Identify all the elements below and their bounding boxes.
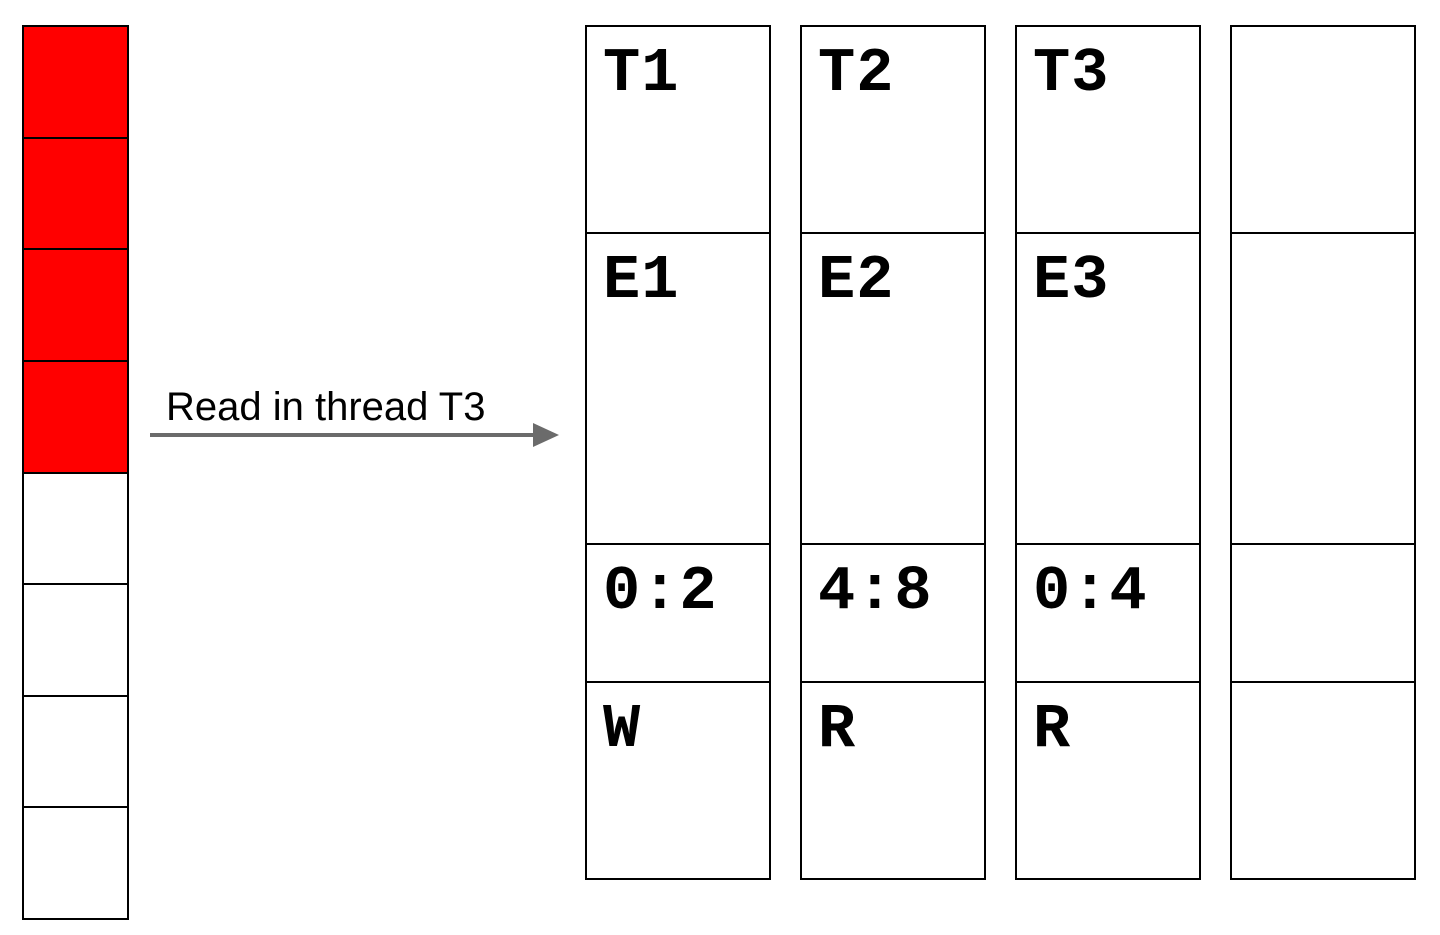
arrow-line [150, 433, 535, 437]
thread-id-cell: T2 [802, 27, 984, 234]
byte-range-label: 0:2 [603, 556, 718, 627]
thread-id-cell: T3 [1017, 27, 1199, 234]
byte-range-cell: 4:8 [802, 545, 984, 683]
thread-column-1: T1 E1 0:2 W [585, 25, 771, 880]
byte-range-cell: 0:2 [587, 545, 769, 683]
operation-cell: W [587, 683, 769, 878]
event-id-cell: E3 [1017, 234, 1199, 545]
event-id-cell [1232, 234, 1414, 545]
event-id-cell: E2 [802, 234, 984, 545]
buffer-cell-2-filled [24, 138, 127, 251]
operation-cell: R [1017, 683, 1199, 878]
event-id-label: E2 [818, 245, 895, 316]
thread-column-3: T3 E3 0:4 R [1015, 25, 1201, 880]
thread-column-2: T2 E2 4:8 R [800, 25, 986, 880]
arrow-head-icon [533, 423, 559, 447]
buffer-cell-8-empty [24, 808, 127, 918]
thread-id-label: T3 [1033, 38, 1110, 109]
buffer-cell-3-filled [24, 250, 127, 362]
byte-range-cell: 0:4 [1017, 545, 1199, 683]
buffer-cell-7-empty [24, 696, 127, 809]
event-id-label: E3 [1033, 245, 1110, 316]
byte-range-label: 4:8 [818, 556, 933, 627]
byte-range-label: 0:4 [1033, 556, 1148, 627]
event-id-label: E1 [603, 245, 680, 316]
buffer-cell-5-empty [24, 473, 127, 586]
buffer-cell-6-empty [24, 585, 127, 697]
operation-cell [1232, 683, 1414, 878]
thread-id-label: T2 [818, 38, 895, 109]
operation-label: R [818, 694, 857, 765]
operation-label: R [1033, 694, 1072, 765]
byte-range-cell [1232, 545, 1414, 683]
thread-id-cell [1232, 27, 1414, 234]
buffer-cell-1-filled [24, 27, 127, 139]
operation-label: W [603, 694, 642, 765]
thread-id-label: T1 [603, 38, 680, 109]
event-id-cell: E1 [587, 234, 769, 545]
thread-column-4 [1230, 25, 1416, 880]
arrow-label: Read in thread T3 [166, 385, 486, 429]
operation-cell: R [802, 683, 984, 878]
buffer-column [22, 25, 129, 920]
thread-id-cell: T1 [587, 27, 769, 234]
buffer-cell-4-filled [24, 361, 127, 474]
